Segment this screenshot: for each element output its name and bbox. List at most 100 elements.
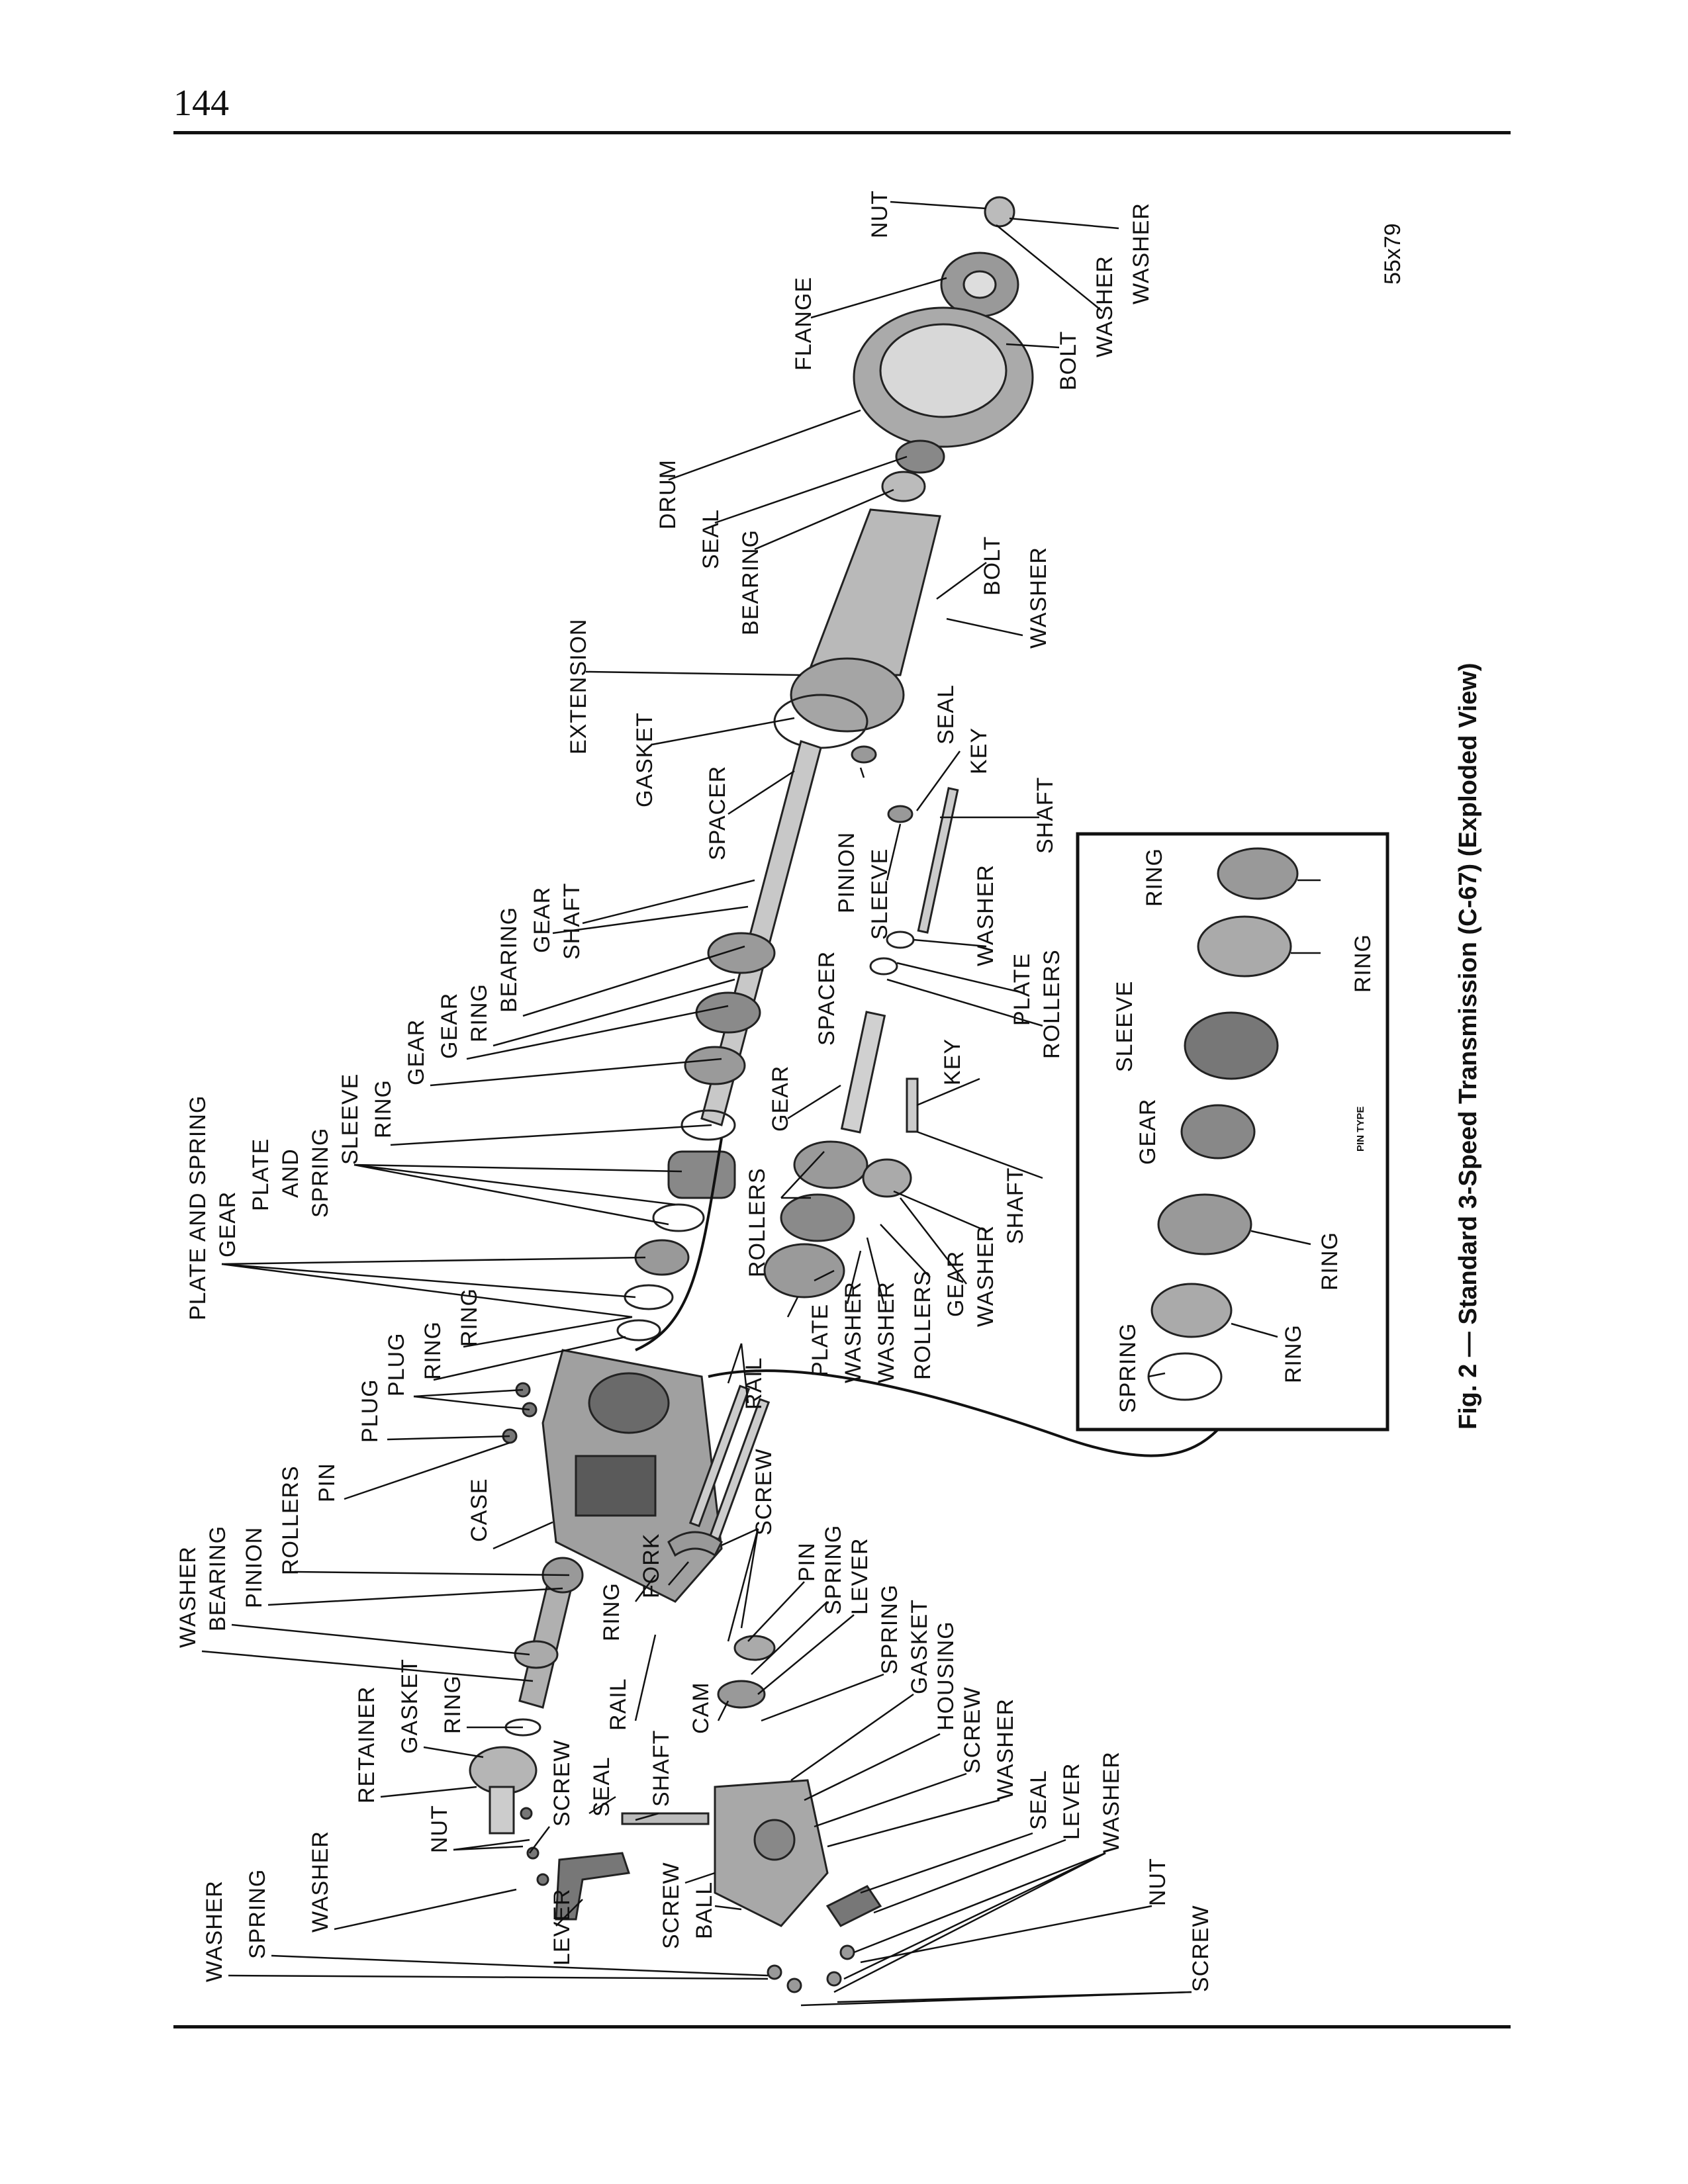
shaft-part [621,1812,710,1825]
label-plate: PLATE [248,1138,273,1211]
label-spring: SPRING [877,1584,902,1674]
label-rollers: ROLLERS [910,1270,935,1380]
inset-sleeve-part [1184,1011,1279,1080]
label-rollers: ROLLERS [1039,949,1064,1059]
cluster-gear-part [763,1243,845,1298]
label-rollers: ROLLERS [278,1465,303,1575]
label-inset-ring: RING [1317,1232,1342,1291]
label-case: CASE [467,1478,492,1542]
label-spring: SPRING [308,1128,333,1218]
label-screw: SCREW [1188,1905,1213,1992]
cluster-gear-part [793,1140,868,1189]
label-pin: PIN [314,1463,340,1502]
inset-ring-part [1150,1283,1233,1338]
label-washer: WASHER [973,1225,998,1327]
rail-part [688,1385,751,1527]
label-nut: NUT [427,1805,452,1853]
plate-part [869,957,898,976]
gear-part [695,991,761,1034]
label-inset-sleeve: SLEEVE [1112,981,1137,1072]
spacer-part [840,1011,886,1134]
small-part [826,1971,842,1987]
label-spacer: SPACER [814,951,839,1046]
label-seal: SEAL [698,509,724,569]
fork-part [667,1531,723,1557]
flange-hub-part [962,270,997,299]
label-fork: FORK [639,1533,664,1598]
label-gear: GEAR [768,1066,793,1132]
label-spring: SPRING [821,1525,846,1615]
label-pin: PIN [794,1542,820,1582]
label-bolt: BOLT [980,536,1005,596]
label-washer: WASHER [973,864,998,966]
bearing-part [514,1640,559,1669]
label-key: KEY [940,1038,965,1085]
inset-ring-part [1157,1193,1252,1255]
label-bearing: BEARING [496,907,522,1013]
label-ball: BALL [692,1882,717,1939]
label-lever: LEVER [847,1538,872,1615]
inset-gear-part [1180,1104,1256,1160]
case-window-part [575,1455,657,1517]
label-pinion: PINION [242,1527,267,1608]
label-rail: RAIL [606,1678,631,1731]
parts-layer [469,196,1034,1993]
header-rule [173,131,1511,134]
label-inset-ring: RING [1281,1324,1306,1383]
label-washer: WASHER [175,1546,201,1648]
inset-ring-part [1217,847,1299,900]
label-inset-pin-type: PIN TYPE [1355,1107,1366,1152]
label-cam: CAM [688,1682,714,1734]
label-washer: WASHER [1092,255,1117,357]
bearing-part [881,471,926,502]
cluster-gear-part [780,1193,855,1242]
label-bearing: BEARING [205,1525,230,1631]
label-ring: RING [371,1079,396,1138]
label-spring: SPRING [245,1869,270,1959]
label-gasket: GASKET [632,712,657,807]
label-rail: RAIL [741,1357,767,1410]
sleeve-part [887,805,914,823]
pinion-part [851,745,877,764]
label-washer: WASHER [1026,547,1051,649]
cam-part [733,1635,776,1661]
label-spacer: SPACER [705,766,730,860]
grouping-curve [708,1369,1219,1457]
footer-rule [173,2025,1511,2028]
small-part [536,1873,549,1886]
label-gasket: GASKET [907,1599,932,1694]
label-gasket: GASKET [397,1659,422,1754]
callout-labels: WASHER SPRING WASHER NUT LEVER RETAINER … [175,190,1482,1992]
label-flange: FLANGE [791,277,816,371]
label-screw: SCREW [659,1862,684,1949]
label-shaft: SHAFT [559,883,585,960]
grouping-curve [635,1138,723,1351]
label-sleeve: SLEEVE [338,1073,363,1165]
label-washer: WASHER [1129,203,1154,304]
label-retainer: RETAINER [354,1686,379,1803]
label-rollers: ROLLERS [745,1167,770,1277]
label-gear: GEAR [530,887,555,953]
inset-parts [1147,847,1299,1401]
label-screw: SCREW [549,1739,575,1827]
cam-part [717,1680,766,1709]
label-housing: HOUSING [933,1621,959,1731]
reverse-shaft-part [906,1077,919,1133]
label-washer: WASHER [1099,1751,1124,1853]
plate-and-spring-part [652,1203,705,1232]
reverse-gear-part [862,1158,912,1198]
gear-part [684,1046,746,1085]
label-inset-ring: RING [1350,934,1376,993]
label-inset-ring: RING [1142,848,1167,907]
extension-mount-part [790,657,905,733]
extension-part [806,508,941,676]
leader-lines [201,201,1321,2007]
label-drum: DRUM [655,459,680,529]
figure-code: 55x79 [1380,223,1405,285]
shaft-part [917,787,959,934]
label-lever: LEVER [549,1889,575,1966]
drum-face-part [879,323,1008,418]
small-part [839,1944,855,1960]
label-inset-gear: GEAR [1135,1099,1160,1165]
